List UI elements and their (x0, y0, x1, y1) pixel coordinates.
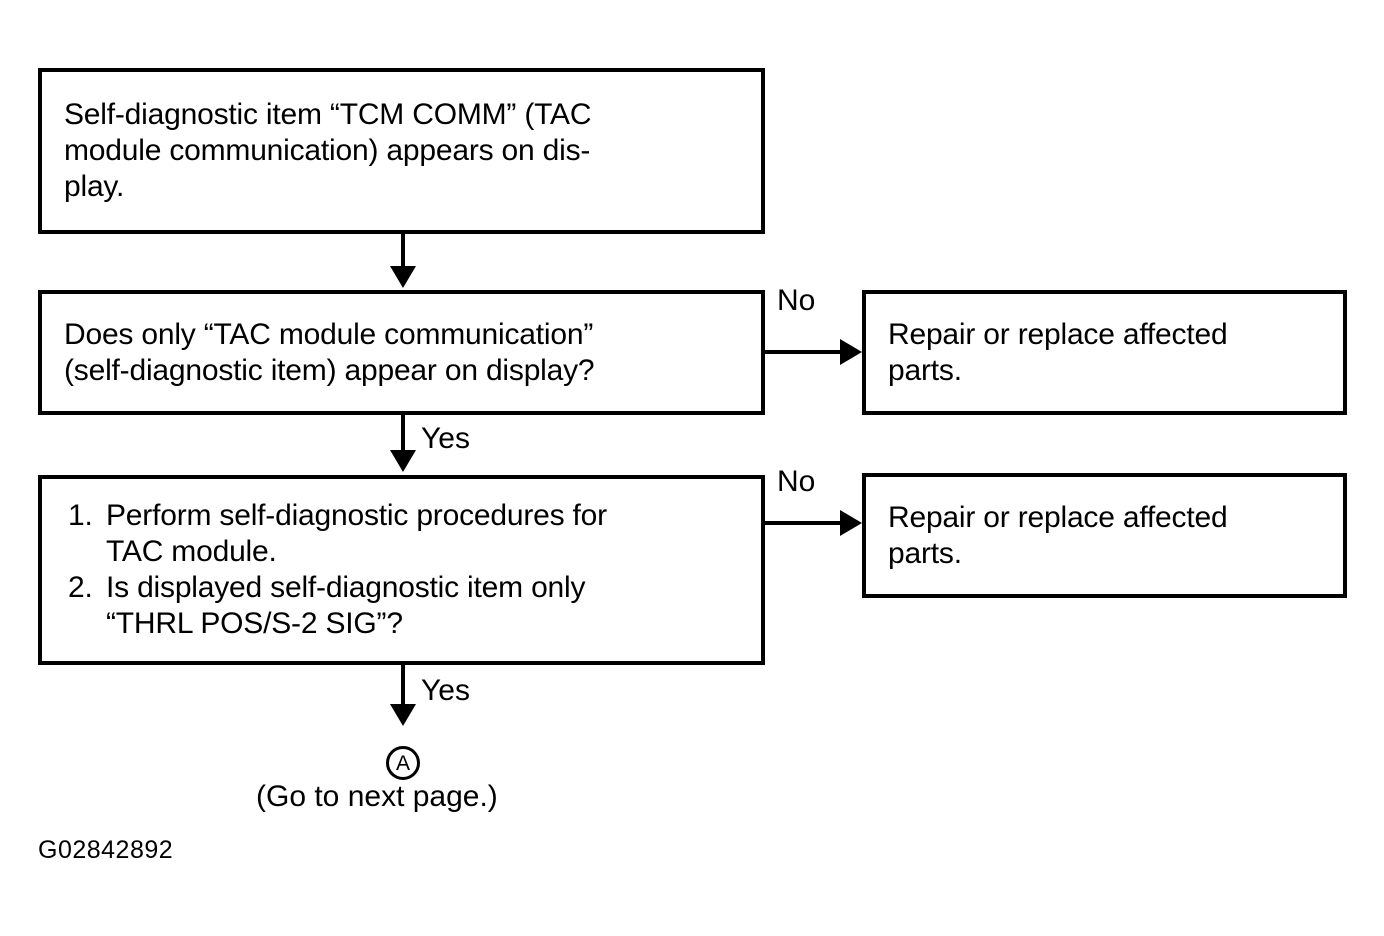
self-diagnostic-item-text: Self-diagnostic item “TCM COMM” (TAC mod… (64, 98, 592, 203)
arrow-head-decision1-no (840, 339, 862, 365)
self-diagnostic-item-box: Self-diagnostic item “TCM COMM” (TAC mod… (38, 68, 765, 234)
list-item-text: Perform self-diagnostic procedures for T… (106, 499, 607, 568)
repair-or-replace-box-lower: Repair or replace affected parts. (862, 473, 1347, 598)
connector-line-decision2-yes (401, 665, 405, 715)
connector-line-start-to-decision1 (401, 234, 405, 282)
edge-label-decision1-yes: Yes (421, 422, 470, 455)
list-item-number: 1. (68, 499, 93, 532)
decision1-text: Does only “TAC module communication” (se… (64, 317, 595, 387)
repair-or-replace-box-upper: Repair or replace affected parts. (862, 290, 1347, 415)
repair-lower-text: Repair or replace affected parts. (888, 500, 1228, 570)
arrow-head-start-to-decision1 (390, 266, 416, 288)
go-to-next-page-caption: (Go to next page.) (256, 780, 498, 813)
connector-line-decision2-no (765, 521, 845, 525)
list-item-number: 2. (68, 571, 93, 604)
list-item: 1. Perform self-diagnostic procedures fo… (68, 498, 607, 570)
list-item-text: Is displayed self-diagnostic item only “… (106, 571, 586, 640)
connector-line-decision1-yes (401, 415, 405, 463)
arrow-head-decision1-yes (390, 450, 416, 472)
list-item: 2. Is displayed self-diagnostic item onl… (68, 570, 607, 642)
edge-label-decision2-no: No (777, 465, 816, 498)
repair-upper-text: Repair or replace affected parts. (888, 317, 1228, 387)
edge-label-decision2-yes: Yes (421, 674, 470, 707)
arrow-head-decision2-no (840, 510, 862, 536)
connector-line-decision1-no (765, 350, 845, 354)
arrow-head-decision2-yes (390, 704, 416, 726)
edge-label-decision1-no: No (777, 284, 816, 317)
off-page-connector-a: A (386, 746, 420, 780)
figure-id-label: G02842892 (38, 836, 174, 864)
decision2-list: 1. Perform self-diagnostic procedures fo… (42, 498, 607, 642)
decision-perform-self-diagnostic: 1. Perform self-diagnostic procedures fo… (38, 475, 765, 665)
decision-only-tac-module-communication: Does only “TAC module communication” (se… (38, 290, 765, 415)
off-page-connector-label: A (395, 751, 410, 775)
